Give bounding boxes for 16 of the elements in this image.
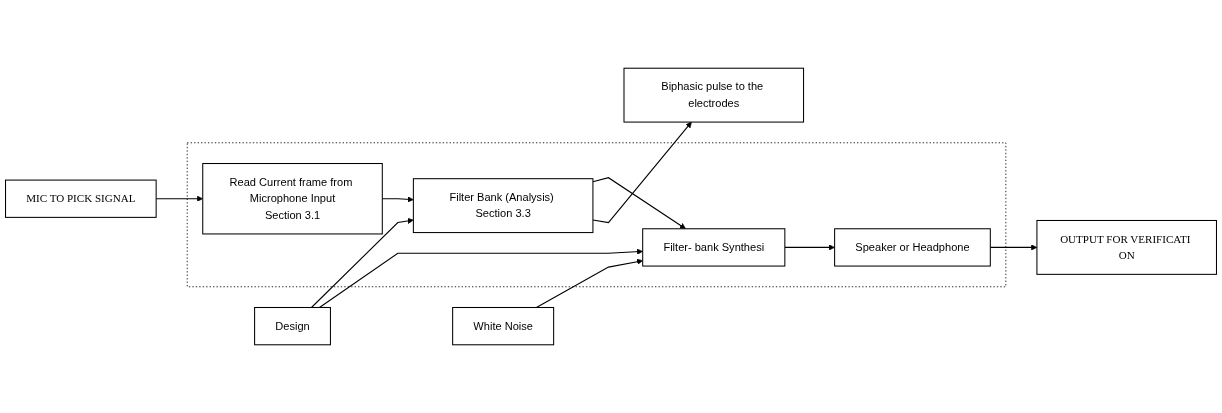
arrow [535, 258, 643, 309]
node-box: Filter- bank Synthesi [642, 228, 786, 267]
cluster [186, 142, 1007, 288]
node-box: OUTPUT FOR VERIFICATI ON [1036, 219, 1217, 275]
arrow [318, 248, 643, 309]
arrow [592, 121, 692, 224]
node-box: Read Current frame from Microphone Input Section 3.1 [202, 163, 383, 235]
arrow [784, 244, 835, 251]
node-box: Filter Bank (Analysis) Section 3.3 [412, 178, 594, 234]
node-box: MIC TO PICK SIGNAL [5, 179, 157, 218]
node-box: Biphasic pulse to the electrodes [623, 67, 805, 123]
node-box: Design [254, 307, 331, 346]
node-box: Speaker or Headphone [834, 228, 991, 267]
arrow [592, 177, 686, 230]
arrow [310, 217, 414, 309]
node-box: White Noise [452, 307, 555, 346]
